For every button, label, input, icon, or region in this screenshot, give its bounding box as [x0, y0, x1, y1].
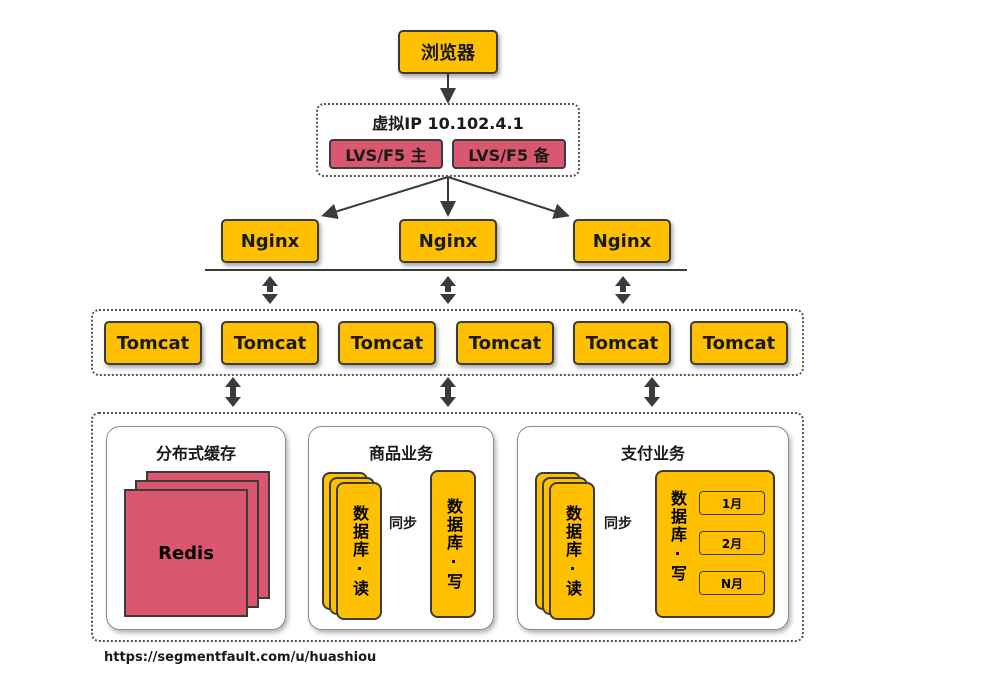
vip-to-nginx-left-arrow	[321, 176, 449, 220]
product-title: 商品业务	[368, 444, 433, 463]
lvs-backup-node: LVS/F5 备	[452, 139, 566, 169]
payment-title: 支付业务	[620, 444, 685, 463]
tomcat-node-6: Tomcat	[690, 321, 788, 365]
product-read-label: 数据库·读	[350, 504, 369, 598]
browser-node: 浏览器	[398, 30, 498, 74]
tomcat-service-double-arrows	[225, 377, 660, 407]
tomcat-cluster-group	[91, 309, 804, 376]
tomcat-node-3: Tomcat	[338, 321, 436, 365]
payment-write-label: 数据库·写	[668, 490, 687, 583]
lvs-main-node: LVS/F5 主	[329, 139, 443, 169]
product-write-label: 数据库·写	[444, 497, 463, 591]
nginx-tomcat-double-arrows	[262, 276, 631, 304]
virtual-ip-group	[316, 103, 580, 177]
nginx-node-1: Nginx	[221, 219, 319, 263]
product-write-db: 数据库·写	[430, 470, 476, 618]
redis-label: Redis	[158, 542, 214, 564]
product-sync-label: 同步	[389, 516, 417, 532]
footer-url: https://segmentfault.com/u/huashiou	[104, 650, 377, 665]
tomcat-node-4: Tomcat	[456, 321, 554, 365]
month-shard-2: 2月	[699, 531, 765, 555]
cache-title: 分布式缓存	[155, 444, 236, 463]
redis-node: Redis	[124, 489, 248, 617]
vip-to-nginx-right-arrow	[447, 176, 570, 219]
nginx-node-3: Nginx	[573, 219, 671, 263]
tomcat-node-5: Tomcat	[573, 321, 671, 365]
month-shard-1: 1月	[699, 491, 765, 515]
payment-sync-label: 同步	[604, 516, 632, 532]
nginx-node-2: Nginx	[399, 219, 497, 263]
month-shard-n: N月	[699, 571, 765, 595]
tomcat-node-2: Tomcat	[221, 321, 319, 365]
tomcat-node-1: Tomcat	[104, 321, 202, 365]
services-group	[91, 412, 804, 642]
virtual-ip-title: 虚拟IP 10.102.4.1	[372, 114, 524, 133]
payment-read-db: 数据库·读	[549, 482, 595, 620]
payment-read-label: 数据库·读	[563, 504, 582, 598]
product-read-db: 数据库·读	[336, 482, 382, 620]
